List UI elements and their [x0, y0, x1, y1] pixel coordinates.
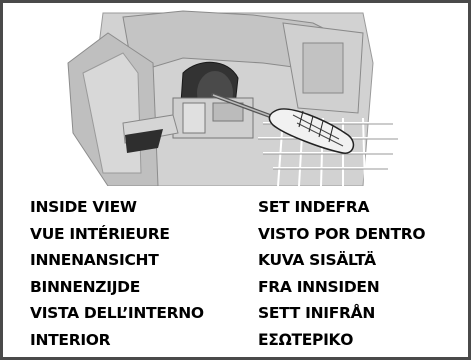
- caption-italian: VISTA DELL’INTERNO: [30, 304, 204, 323]
- caption-danish: SET INDEFRA: [258, 198, 370, 216]
- caption-greek: ΕΣΩΤΕΡΙΚΟ: [258, 330, 354, 349]
- multilingual-caption: INSIDE VIEW SET INDEFRA VUE INTÉRIEURE V…: [30, 194, 460, 354]
- caption-spanish: INTERIOR: [30, 330, 111, 349]
- caption-swedish: SETT INIFRÅN: [258, 304, 376, 323]
- caption-german: INNENANSICHT: [30, 251, 159, 270]
- caption-portuguese: VISTO POR DENTRO: [258, 224, 426, 243]
- caption-english: INSIDE VIEW: [30, 198, 137, 216]
- caption-dutch: BINNENZIJDE: [30, 277, 141, 296]
- caption-finnish: KUVA SISÄLTÄ: [258, 251, 376, 270]
- caption-norwegian: FRA INNSIDEN: [258, 277, 380, 296]
- dishwasher-interior-illustration: [63, 3, 403, 186]
- caption-french: VUE INTÉRIEURE: [30, 224, 170, 243]
